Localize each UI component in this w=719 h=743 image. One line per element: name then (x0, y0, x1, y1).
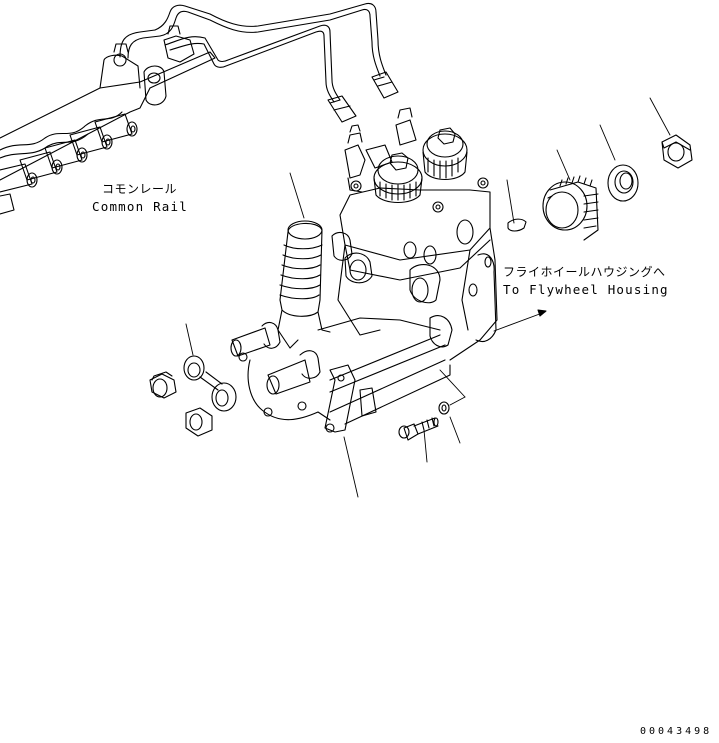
leader-lines (185, 97, 671, 498)
lock-washer (438, 401, 450, 415)
common-rail-label-en: Common Rail (92, 199, 188, 214)
pump-head-right (422, 127, 468, 181)
eye-joint (183, 355, 237, 412)
pump-head-left (373, 152, 423, 204)
flywheel-housing-label-en: To Flywheel Housing (503, 282, 669, 297)
bolt (398, 417, 439, 441)
flywheel-housing-label-jp: フライホイールハウジングへ (503, 265, 666, 279)
woodruff-key (507, 218, 527, 232)
direction-arrow-icon (537, 309, 547, 317)
washer (607, 164, 639, 202)
feed-pump (230, 220, 451, 433)
drawing-number: 00043498 (640, 726, 713, 737)
joint-nut (149, 371, 177, 399)
common-rail-label-jp: コモンレール (102, 182, 178, 196)
fuel-pipes (119, 2, 399, 123)
common-rail (0, 25, 216, 215)
gasket-nut (185, 407, 213, 437)
nut (661, 134, 693, 169)
supply-pump (331, 107, 498, 361)
drive-gear (542, 175, 599, 241)
